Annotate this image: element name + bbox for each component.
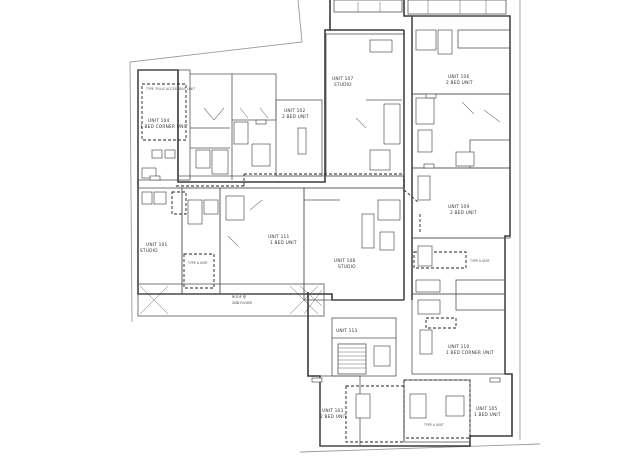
site-boundary [129,0,541,453]
unit-110-type: 1 BED CORNER UNIT [446,350,494,356]
unit-bottom-right-type: 1 BED UNIT [474,412,501,418]
unit-107: UNIT 107 STUDIO [325,33,405,177]
unit-102-type: 2 BED UNIT [282,114,309,120]
unit-101-name: UNIT 101 [146,242,167,248]
unit-101: UNIT 101 STUDIO [137,187,187,295]
unit-101-type: STUDIO [140,248,158,254]
unit-109-name: UNIT 109 [448,204,469,210]
unit-bottom-right: TYPE A UNIT UNIT 105 1 BED UNIT [403,379,501,443]
unit-108-type: STUDIO [338,264,356,270]
unit-103 [190,73,233,180]
top-strip [333,0,507,15]
unit-108: UNIT 108 STUDIO [303,187,405,301]
unit-104: TYPE 'FULLY ACCESSIBLE' UNIT UNIT 104 1 … [137,69,195,181]
unit-bottom-right-note: TYPE A UNIT [423,423,444,427]
unit-104-name: UNIT 104 [148,118,169,124]
unit-107-name: UNIT 107 [332,76,353,82]
unit-104-note: TYPE 'FULLY ACCESSIBLE' UNIT [145,87,195,91]
unit-111-note: TYPE A UNIT [469,259,490,263]
unit-bottom-right-name: UNIT 105 [476,406,497,412]
unit-106-type: 2 BED UNIT [446,80,473,86]
unit-104-type: 1 BED CORNER UNIT [140,124,188,130]
unit-110-name: UNIT 110 [448,344,469,350]
unit-bottom-left-type: 2 BED UNIT [320,414,347,420]
unit-left-middle: TYPE A UNIT UNIT 111 1 BED UNIT [181,187,305,295]
stair-label: UNIT 113 [336,328,357,334]
unit-111: TYPE A UNIT [411,237,506,295]
unit-108-name: UNIT 108 [334,258,355,264]
unit-106-name: UNIT 106 [448,74,469,80]
door-tags [149,93,501,383]
unit-bottom-left-name: UNIT 103 [322,408,343,414]
unit-105 [411,93,511,169]
unit-111-name: UNIT 111 [268,234,289,240]
roof-area: ROOF @ 2ND FLOOR [137,283,325,317]
unit-110: UNIT 110 1 BED CORNER UNIT [411,279,506,375]
unit-109-type: 2 BED UNIT [450,210,477,216]
unit-111-type: 1 BED UNIT [270,240,297,246]
unit-102: UNIT 102 2 BED UNIT [232,73,323,177]
roof-label-line2: 2ND FLOOR [232,301,252,305]
unit-bottom-left: UNIT 103 2 BED UNIT [319,375,405,447]
stair-core: UNIT 113 [331,317,397,377]
unit-109: UNIT 109 2 BED UNIT [411,139,511,239]
unit-101-note: TYPE A UNIT [187,261,208,265]
unit-106: UNIT 106 2 BED UNIT [411,15,511,95]
unit-102-name: UNIT 102 [284,108,305,114]
unit-107-type: STUDIO [334,82,352,88]
roof-label-line1: ROOF @ [232,295,247,299]
